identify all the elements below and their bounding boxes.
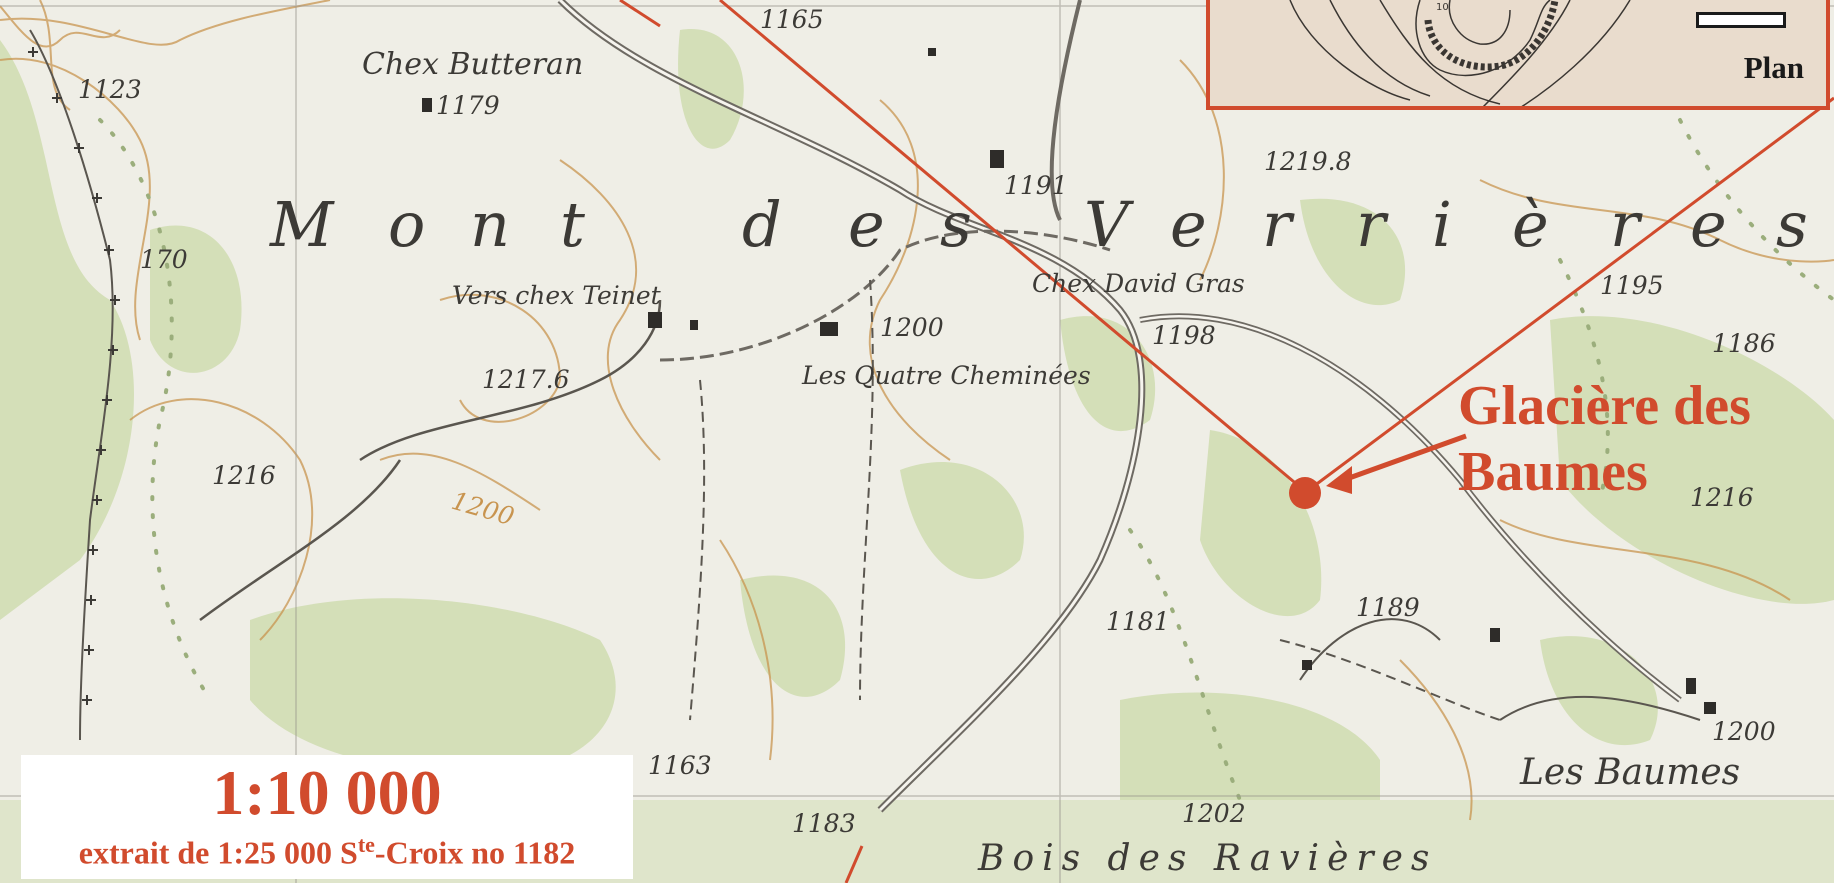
spot-height: 1189 [1356, 593, 1420, 622]
svg-text:o: o [388, 188, 425, 261]
buildings [422, 48, 1716, 714]
cave-marker[interactable] [1289, 433, 1467, 509]
svg-text:s: s [1776, 188, 1808, 261]
svg-text:M: M [269, 188, 335, 261]
place-vers-chex-teinet: Vers chex Teinet [452, 281, 662, 310]
spot-height: 1216 [212, 461, 276, 490]
callout-title-line2: Baumes [1458, 441, 1648, 503]
svg-text:10: 10 [1436, 2, 1449, 13]
inset-cave-plan-drawing: 10 [1289, 0, 1631, 106]
place-les-quatre-cheminees: Les Quatre Cheminées [801, 361, 1091, 390]
place-bois-des-ravieres: Bois des Ravières [977, 838, 1437, 879]
svg-text:e: e [1690, 188, 1727, 261]
spot-height: 1198 [1152, 321, 1216, 350]
inset-plan-label: Plan [1743, 50, 1804, 85]
callout-title-line1: Glacière des [1458, 375, 1751, 437]
dotted-boundaries [98, 118, 1834, 802]
scale-source-superscript: te [357, 832, 375, 858]
svg-text:d: d [742, 188, 782, 261]
spot-heights: 1165 1123 1179 1191 1219.8 170 1195 1186… [78, 5, 1776, 838]
spot-height: 1165 [760, 5, 824, 34]
svg-text:t: t [560, 188, 585, 261]
spot-height: 1202 [1182, 799, 1246, 828]
spot-height: 1186 [1712, 329, 1776, 358]
spot-height: 1216 [1690, 483, 1754, 512]
spot-height: 1123 [78, 75, 142, 104]
spot-height: 1200 [880, 313, 944, 342]
spot-height: 1163 [648, 751, 712, 780]
svg-text:r: r [1610, 188, 1643, 261]
forest-areas [0, 29, 1834, 883]
spot-height: 1191 [1004, 171, 1068, 200]
svg-text:V: V [1084, 188, 1135, 261]
spot-height: 1179 [436, 91, 500, 120]
spot-height: 1219.8 [1264, 147, 1351, 176]
spot-height: 1195 [1600, 271, 1664, 300]
svg-text:è: è [1512, 188, 1549, 261]
svg-text:r: r [1356, 188, 1389, 261]
scale-source-prefix: extrait de 1:25 000 S [78, 834, 358, 871]
scale-ratio: 1:10 000 [212, 757, 442, 829]
spot-height: 1217.6 [482, 365, 570, 394]
contour-lines [0, 0, 1834, 821]
spot-height: 1200 [1712, 717, 1776, 746]
cave-location-dot[interactable] [1289, 477, 1321, 509]
svg-text:e: e [1170, 188, 1207, 261]
place-chex-butteran: Chex Butteran [362, 47, 583, 82]
spot-height: 170 [140, 245, 188, 274]
spot-height: 1181 [1106, 607, 1170, 636]
inset-leader-lines [619, 0, 1834, 883]
inset-plan: 10 Plan [1206, 0, 1830, 110]
svg-text:n: n [470, 188, 510, 261]
border-line [28, 29, 120, 741]
svg-text:s: s [940, 188, 972, 261]
spot-height: 1183 [792, 809, 856, 838]
place-chex-david-gras: Chex David Gras [1032, 269, 1245, 298]
inset-scale-bar [1696, 12, 1786, 28]
roads [199, 0, 1701, 813]
svg-text:r: r [1262, 188, 1295, 261]
svg-text:i: i [1432, 188, 1452, 261]
scale-source-suffix: -Croix no 1182 [374, 834, 576, 871]
scale-source: extrait de 1:25 000 Ste-Croix no 1182 [79, 825, 575, 873]
scale-box: 1:10 000 extrait de 1:25 000 Ste-Croix n… [21, 755, 633, 879]
svg-text:e: e [848, 188, 885, 261]
region-label-mont-des-verrieres: M o n t d e s V e r r i è r e s [269, 188, 1808, 261]
place-les-baumes: Les Baumes [1519, 752, 1740, 793]
